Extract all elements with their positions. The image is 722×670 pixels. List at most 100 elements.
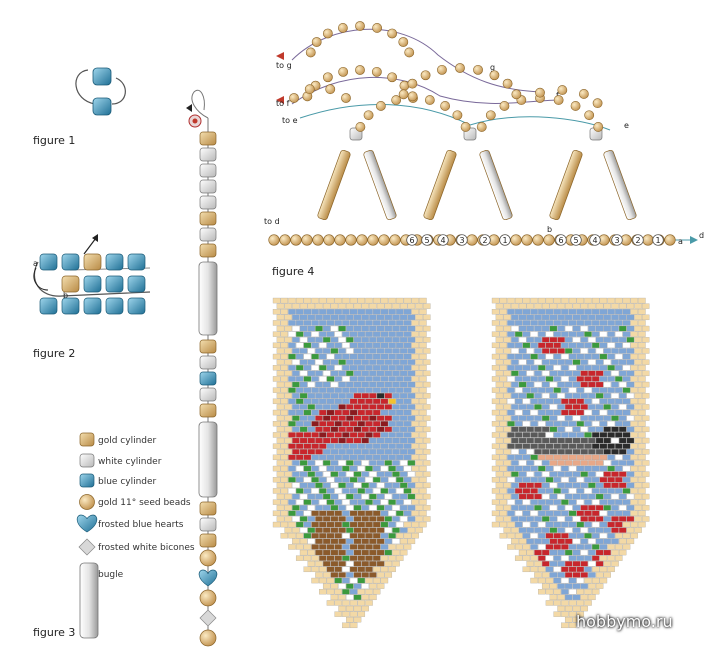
pattern-bead	[514, 488, 523, 494]
pattern-bead	[396, 376, 404, 382]
pattern-bead	[603, 314, 611, 321]
seed-bead	[489, 70, 500, 81]
pattern-bead	[372, 566, 381, 573]
pattern-bead	[561, 533, 569, 539]
pattern-bead	[584, 510, 592, 517]
pattern-bead	[626, 471, 635, 477]
pattern-bead	[342, 443, 350, 449]
pattern-bead	[503, 527, 511, 533]
pattern-bead	[326, 555, 335, 561]
pattern-bead	[376, 527, 385, 533]
seed-bead	[268, 234, 280, 246]
pattern-bead	[564, 337, 573, 343]
pattern-bead	[353, 415, 362, 421]
pattern-bead	[611, 404, 619, 410]
pattern-bead	[499, 342, 508, 349]
pattern-bead	[295, 342, 304, 349]
pattern-bead	[380, 488, 389, 494]
pattern-bead	[334, 521, 342, 528]
pattern-bead	[634, 404, 642, 410]
pattern-bead	[288, 510, 296, 517]
pattern-bead	[280, 533, 289, 539]
pattern-bead	[322, 583, 331, 589]
pattern-bead	[626, 516, 635, 522]
pattern-bead	[346, 314, 354, 321]
pattern-bead	[276, 303, 285, 309]
pattern-bead	[372, 387, 381, 393]
pattern-bead	[342, 566, 350, 573]
pattern-bead	[553, 432, 561, 438]
pattern-bead	[388, 499, 396, 505]
pattern-bead	[315, 471, 323, 477]
pattern-bead	[518, 415, 527, 421]
pattern-bead	[522, 353, 531, 360]
pattern-bead	[315, 505, 323, 511]
pattern-bead	[495, 415, 504, 421]
pattern-bead	[388, 443, 396, 449]
pattern-bead	[407, 449, 416, 455]
pattern-bead	[518, 493, 527, 500]
pattern-bead	[526, 314, 534, 321]
pattern-bead	[511, 303, 519, 309]
pattern-bead	[638, 297, 646, 304]
pattern-bead	[530, 387, 538, 393]
pattern-bead	[530, 499, 538, 505]
legend-blue-cylinder: blue cylinder	[98, 477, 157, 487]
pattern-bead	[580, 460, 588, 466]
heart-bead-icon	[76, 514, 98, 533]
pattern-bead	[299, 337, 308, 343]
pattern-bead	[311, 510, 319, 517]
pattern-bead	[276, 493, 285, 500]
pattern-bead	[599, 544, 608, 550]
pattern-bead	[369, 482, 377, 489]
pattern-bead	[499, 521, 508, 528]
seed-bead	[389, 234, 401, 246]
pattern-bead	[580, 538, 588, 545]
pattern-bead	[618, 337, 627, 343]
pattern-bead	[423, 393, 431, 399]
pattern-bead	[576, 600, 585, 606]
pattern-bead	[618, 359, 627, 365]
pattern-bead	[388, 488, 396, 494]
pattern-bead	[292, 370, 300, 377]
pattern-bead	[357, 488, 366, 494]
pattern-bead	[507, 510, 515, 517]
pattern-bead	[388, 297, 396, 304]
pattern-bead	[411, 488, 419, 494]
pattern-bead	[580, 594, 588, 601]
pattern-bead	[311, 499, 319, 505]
pattern-bead	[322, 437, 331, 444]
pattern-bead	[534, 303, 542, 309]
pattern-bead	[530, 320, 538, 326]
pattern-bead	[396, 398, 404, 405]
pattern-bead	[349, 611, 358, 617]
pattern-bead	[545, 443, 554, 449]
figure-2-diagram: a b	[33, 234, 151, 315]
pattern-bead	[549, 393, 558, 399]
pattern-bead	[584, 387, 592, 393]
pattern-bead	[557, 437, 565, 444]
pattern-bead	[411, 443, 419, 449]
pattern-bead	[503, 303, 511, 309]
pattern-bead	[307, 348, 316, 354]
pattern-bead	[522, 342, 531, 349]
pattern-bead	[272, 320, 281, 326]
pattern-bead	[299, 516, 308, 522]
pattern-bead	[403, 365, 412, 371]
pattern-bead	[372, 488, 381, 494]
pattern-bead	[491, 320, 500, 326]
pattern-bead	[615, 454, 623, 461]
pattern-bead	[369, 404, 377, 410]
pattern-bead	[611, 538, 619, 545]
pattern-bead	[526, 482, 534, 489]
pattern-bead	[295, 409, 304, 416]
pattern-bead	[618, 393, 627, 399]
pattern-bead	[346, 505, 354, 511]
gold-cylinder-bead	[199, 533, 217, 548]
pattern-bead	[369, 527, 377, 533]
blue-cylinder-bead	[127, 275, 146, 293]
pattern-bead	[423, 404, 431, 410]
pattern-bead	[372, 432, 381, 438]
seed-bead	[355, 65, 365, 75]
pattern-bead	[541, 415, 550, 421]
